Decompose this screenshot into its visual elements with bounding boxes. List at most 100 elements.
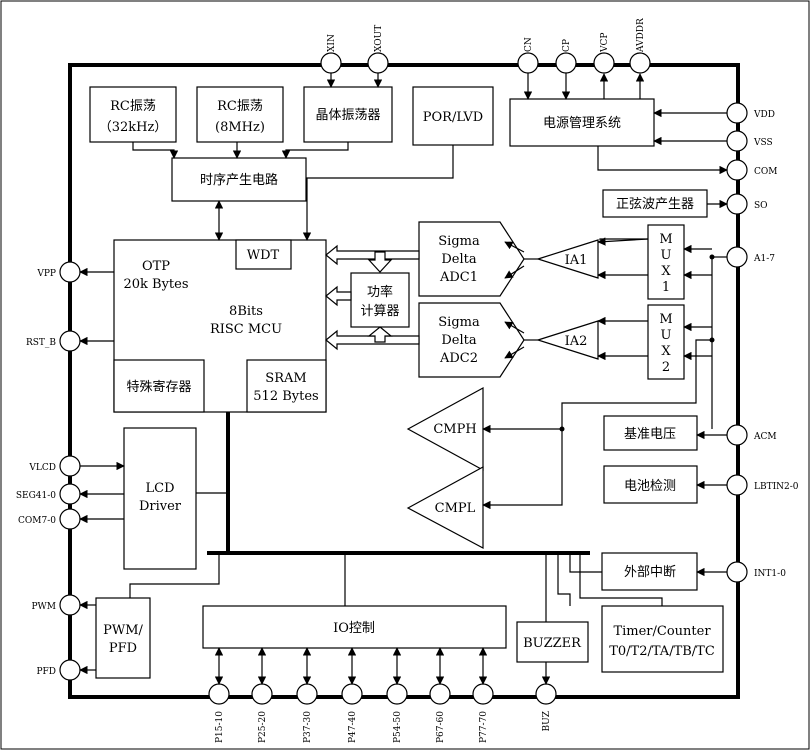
pin-label-com7: COM7-0 xyxy=(18,516,56,526)
right-pins xyxy=(726,102,748,583)
cmpl-label: CMPL xyxy=(435,501,476,516)
pin-seg xyxy=(59,483,81,505)
adc2-label-2: Delta xyxy=(441,333,476,348)
power-calc-label-1: 功率 xyxy=(367,284,393,300)
battery-detect-block xyxy=(603,465,698,504)
mux1-label-u: U xyxy=(661,248,672,263)
pin-p37 xyxy=(296,683,318,705)
rc32-label-1: RC振荡 xyxy=(110,99,156,114)
rc8-label-2: (8MHz) xyxy=(215,120,265,135)
pin-label-pfd: PFD xyxy=(36,667,56,677)
pin-p54 xyxy=(386,683,408,705)
clock-generator-block xyxy=(171,157,307,202)
mux1-label-x: X xyxy=(661,264,671,279)
pin-vcp xyxy=(593,52,615,74)
sine-gen-label: 正弦波产生器 xyxy=(616,196,694,212)
pin-label-pwm: PWM xyxy=(31,602,56,612)
lcd-label-2: Driver xyxy=(139,499,182,514)
mux1-block xyxy=(647,224,685,300)
pin-label-seg: SEG41-0 xyxy=(16,491,56,501)
pin-p67 xyxy=(429,683,451,705)
wdt-label: WDT xyxy=(247,248,280,263)
otp-label-2: 20k Bytes xyxy=(123,277,188,292)
rc8-label-1: RC振荡 xyxy=(217,99,263,114)
buzzer-label: BUZZER xyxy=(523,636,582,651)
pin-label-so: SO xyxy=(754,201,768,211)
pwm-label-1: PWM/ xyxy=(103,623,143,638)
io-label: IO控制 xyxy=(333,621,375,636)
pin-acm xyxy=(726,424,748,446)
adc2-label-1: Sigma xyxy=(438,315,480,330)
mux2-label-u: U xyxy=(661,328,672,343)
cmph-label: CMPH xyxy=(433,422,476,437)
lcd-driver-block xyxy=(123,427,197,570)
pin-label-vss: VSS xyxy=(753,138,773,148)
pin-label-buz: BUZ xyxy=(542,711,552,731)
adc1-label-3: ADC1 xyxy=(439,270,478,285)
adc1-label-2: Delta xyxy=(441,252,476,267)
rc32-label-2: （32kHz） xyxy=(99,120,168,135)
pin-label-xout: XOUT xyxy=(374,25,384,52)
pin-label-p67: P67-60 xyxy=(436,711,446,743)
pin-label-vlcd: VLCD xyxy=(28,463,56,473)
sfr-label: 特殊寄存器 xyxy=(126,379,191,395)
crystal-osc-block xyxy=(303,86,393,143)
pin-com7 xyxy=(59,508,81,530)
battery-label: 电池检测 xyxy=(624,479,676,494)
pin-avddr xyxy=(629,52,651,74)
pin-vlcd xyxy=(59,455,81,477)
adc1-label-1: Sigma xyxy=(438,234,480,249)
mux2-block xyxy=(647,304,685,380)
pin-label-p25: P25-20 xyxy=(258,711,268,743)
junctions xyxy=(559,254,715,432)
pin-pfd xyxy=(59,659,81,681)
wires xyxy=(79,73,728,685)
pin-xout xyxy=(367,52,389,74)
pin-p25 xyxy=(251,683,273,705)
pin-p15 xyxy=(208,683,230,705)
rc-osc-8mhz-block xyxy=(196,86,284,143)
bottom-pins xyxy=(208,683,557,705)
pin-cn xyxy=(517,52,539,74)
pin-label-acm: ACM xyxy=(753,432,777,442)
top-pins xyxy=(320,52,651,74)
sram-label-2: 512 Bytes xyxy=(253,389,318,404)
pin-xin xyxy=(320,52,342,74)
ia2-label: IA2 xyxy=(565,334,588,349)
pin-label-com: COM xyxy=(754,167,777,177)
porlvd-label: POR/LVD xyxy=(423,110,483,125)
pin-label-p77: P77-70 xyxy=(479,711,489,743)
por-lvd-block xyxy=(412,86,494,146)
otp-label-1: OTP xyxy=(142,259,170,274)
pin-so xyxy=(726,193,748,215)
pin-label-vdd: VDD xyxy=(753,110,775,120)
pin-p77 xyxy=(472,683,494,705)
adc2-label-3: ADC2 xyxy=(439,351,478,366)
timer-label-1: Timer/Counter xyxy=(613,624,711,639)
vref-label: 基准电压 xyxy=(624,427,676,442)
timer-label-2: T0/T2/TA/TB/TC xyxy=(609,644,715,659)
rc-osc-32khz-block xyxy=(89,86,177,143)
ia1-amplifier xyxy=(536,239,599,279)
pin-cp xyxy=(555,52,577,74)
pin-label-int: INT1-0 xyxy=(754,569,786,579)
wdt-block xyxy=(235,239,292,270)
pin-a1-7 xyxy=(726,246,748,268)
pin-com xyxy=(726,159,748,181)
pin-rst-b xyxy=(59,330,81,352)
pin-label-a1-7: A1-7 xyxy=(753,254,775,264)
mux2-label-2: 2 xyxy=(662,360,670,375)
ia2-amplifier xyxy=(536,320,599,360)
power-mgmt-label: 电源管理系统 xyxy=(543,116,621,131)
clock-gen-label: 时序产生电路 xyxy=(200,172,278,188)
vref-block xyxy=(603,415,698,451)
timer-counter-block xyxy=(601,605,724,673)
pin-vpp xyxy=(59,261,81,283)
pwm-label-2: PFD xyxy=(109,641,137,656)
pin-label-avddr: AVDDR xyxy=(636,18,646,53)
pwm-pfd-block xyxy=(95,597,151,679)
sine-generator-block xyxy=(602,189,708,218)
pin-vss xyxy=(726,130,748,152)
